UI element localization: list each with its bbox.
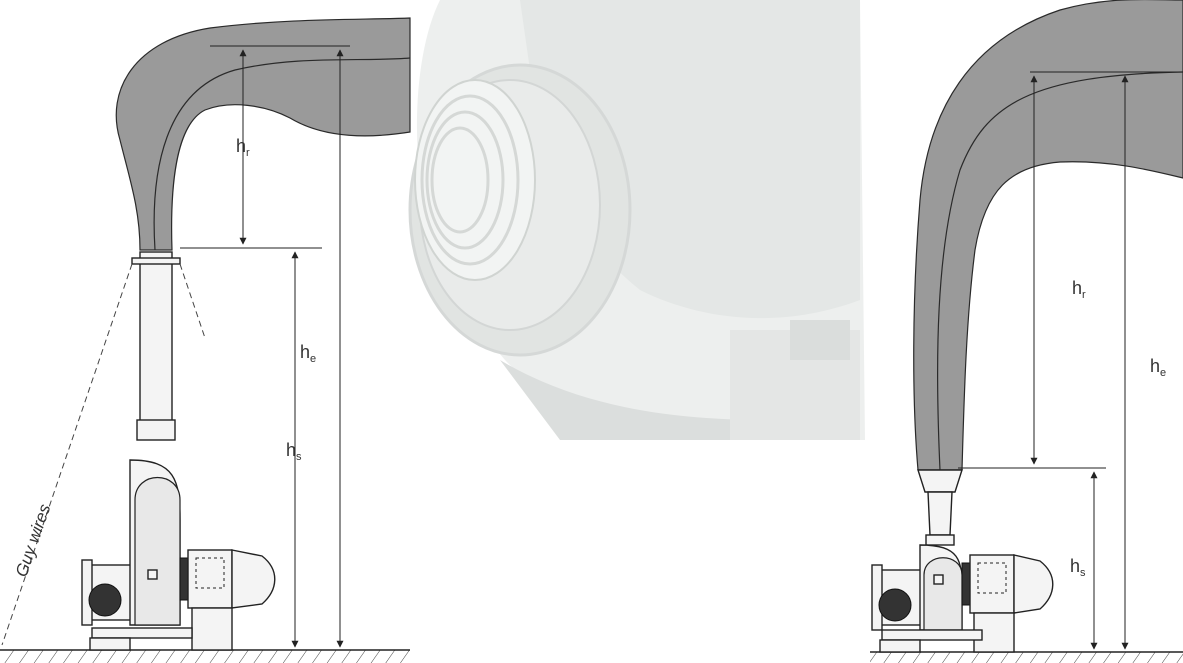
fan-photo-background: [408, 0, 865, 440]
right-exhaust-plume: [913, 0, 1183, 471]
left-label-he: he: [300, 342, 316, 365]
right-stack-outlet: [917, 469, 963, 493]
guy-wires-label: Guy wires: [12, 501, 55, 579]
exhaust-plume: [115, 17, 411, 251]
right-ground-hatch: [870, 652, 1183, 663]
ground-hatch: [0, 650, 410, 663]
right-fan-unit: [871, 544, 1054, 653]
right-label-he: he: [1150, 356, 1166, 379]
exhaust-stack: [139, 251, 173, 423]
right-stack-diagram: hr he hs: [870, 0, 1183, 663]
fan-unit: [81, 459, 276, 651]
right-label-hr: hr: [1072, 278, 1086, 301]
guy-wire-left: [1, 263, 133, 646]
guy-wire-collar: [131, 257, 181, 265]
left-stack-diagram: hr he hs Guy wires: [0, 17, 411, 663]
left-label-hs: hs: [286, 440, 302, 463]
guy-wire-right: [179, 263, 206, 339]
right-stack: [927, 491, 953, 536]
left-label-hr: hr: [236, 136, 250, 159]
right-label-hs: hs: [1070, 556, 1086, 579]
